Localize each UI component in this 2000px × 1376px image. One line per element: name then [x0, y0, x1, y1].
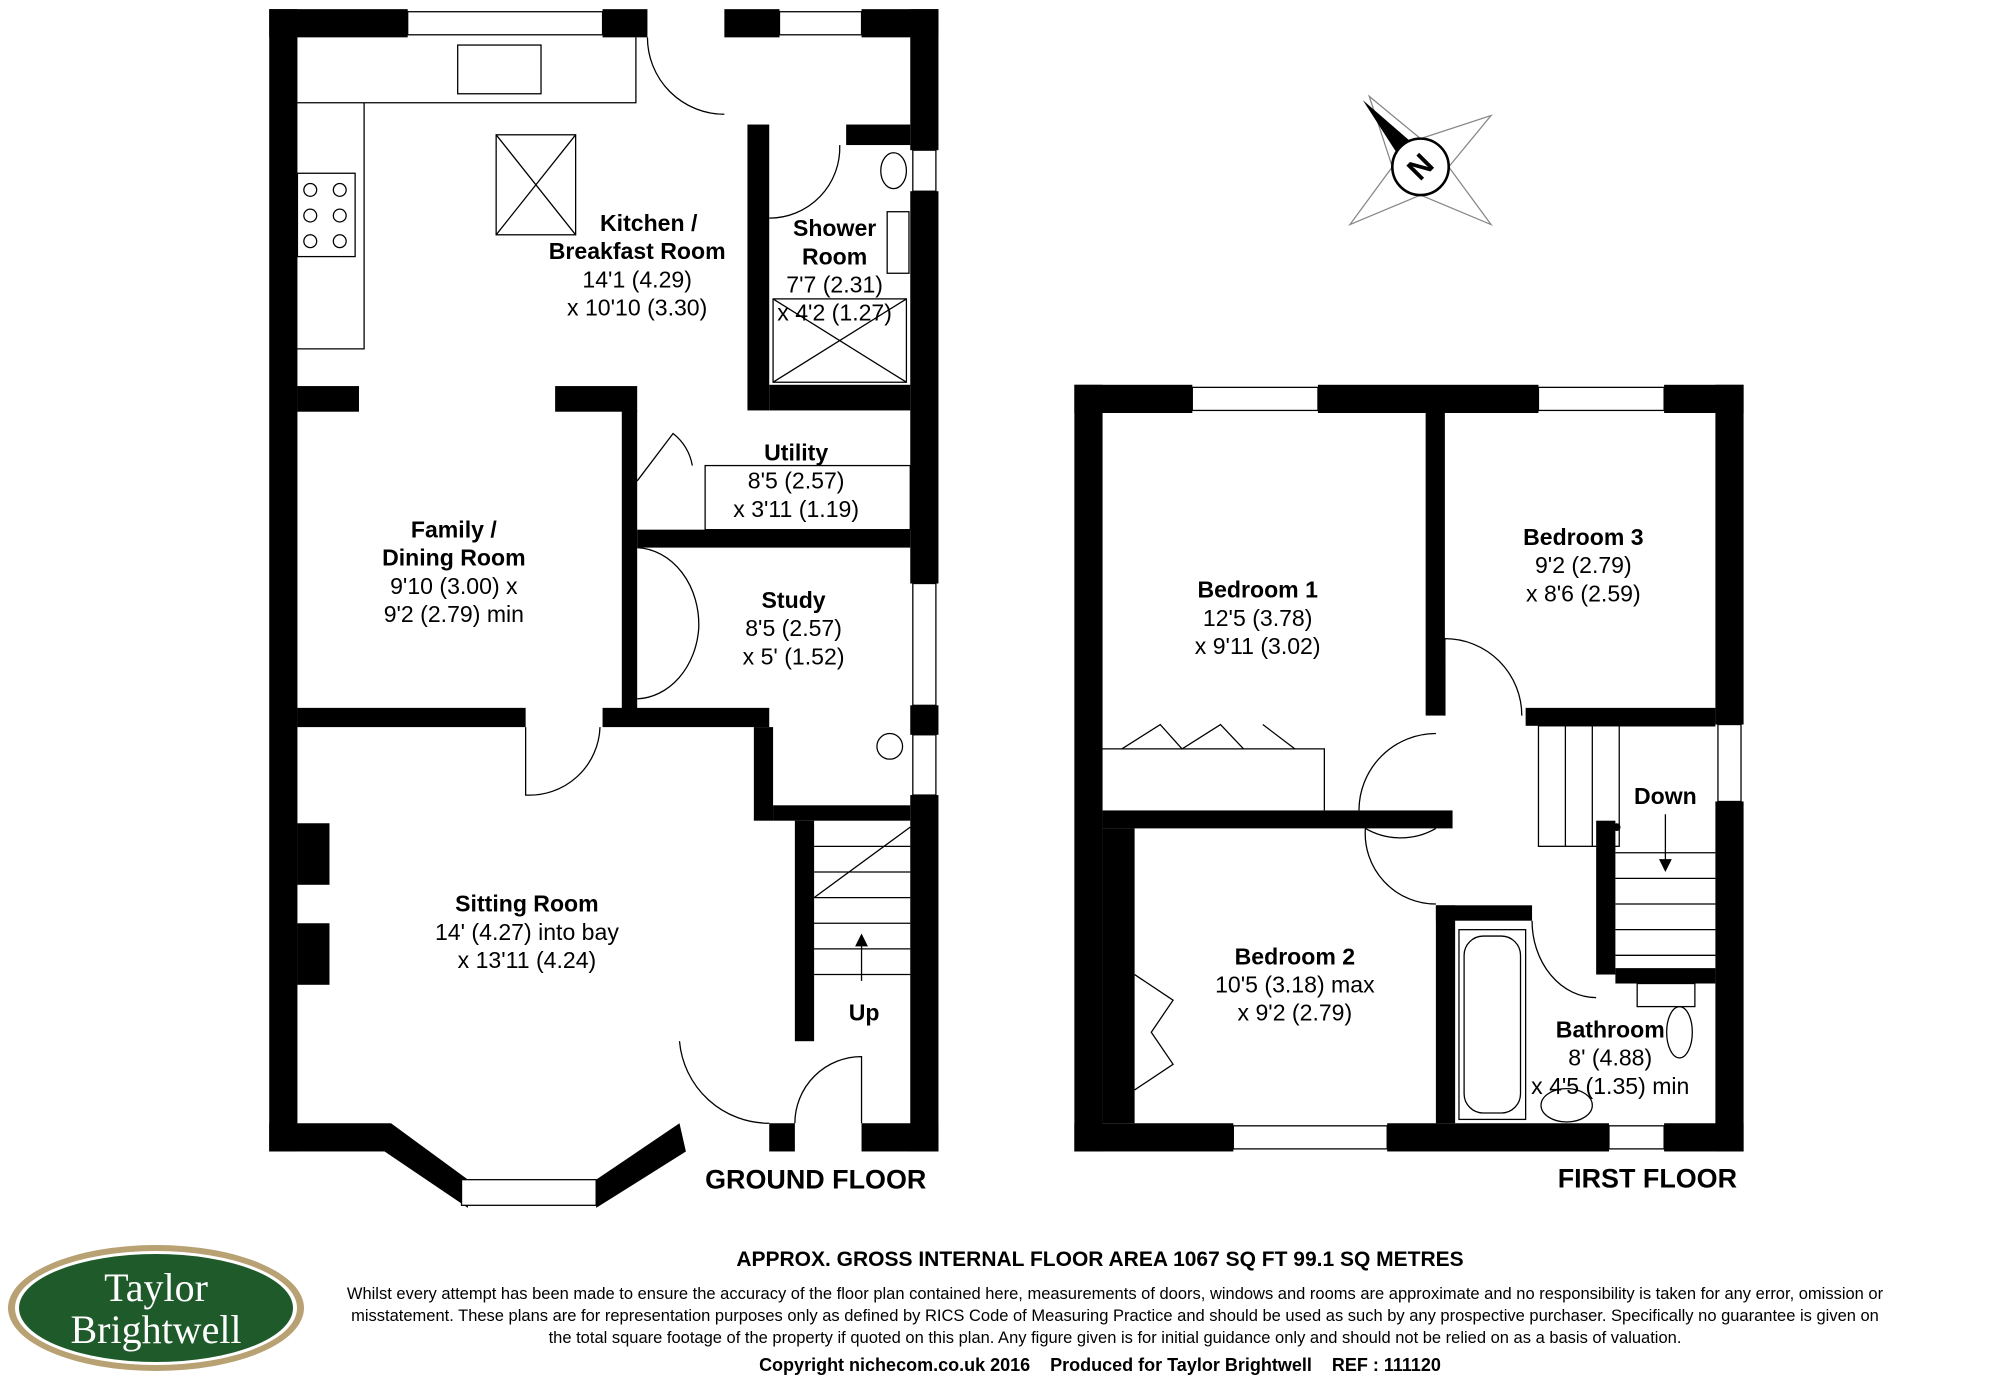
room-dims: x 5' (1.52) — [743, 643, 845, 669]
room-name: Shower — [793, 215, 876, 241]
room-dims: x 3'11 (1.19) — [733, 496, 859, 522]
room-name: Bathroom — [1556, 1016, 1665, 1042]
disclaimer: Whilst every attempt has been made to en… — [346, 1285, 1884, 1347]
logo-text-line1: Taylor — [104, 1265, 208, 1310]
room-dims: 9'2 (2.79) min — [384, 601, 524, 627]
stairs-down-label: Down — [1634, 783, 1697, 809]
stairs-up-arrow-icon — [855, 933, 868, 947]
room-dims: x 9'11 (3.02) — [1195, 633, 1321, 659]
room-dims: 12'5 (3.78) — [1203, 605, 1313, 631]
room-dims: 8' (4.88) — [1568, 1045, 1652, 1071]
room-dims: x 4'2 (1.27) — [777, 300, 892, 326]
gross-floor-area: APPROX. GROSS INTERNAL FLOOR AREA 1067 S… — [736, 1248, 1464, 1271]
room-dims: x 8'6 (2.59) — [1526, 580, 1641, 606]
room-study: Study 8'5 (2.57) x 5' (1.52) — [743, 587, 845, 669]
room-name: Breakfast Room — [549, 238, 726, 264]
first-floor-label: FIRST FLOOR — [1558, 1163, 1737, 1193]
room-name: Study — [762, 587, 826, 613]
copyright: Copyright nichecom.co.uk 2016 Produced f… — [759, 1355, 1441, 1375]
first-floor-fixtures — [1102, 637, 1716, 1123]
room-name: Bedroom 3 — [1523, 524, 1643, 550]
room-dims: x 4'5 (1.35) min — [1531, 1073, 1689, 1099]
stairs-down-arrow-icon — [1658, 859, 1672, 872]
room-dims: 9'10 (3.00) x — [390, 573, 518, 599]
room-dims: 14' (4.27) into bay — [435, 919, 619, 945]
room-bathroom: Bathroom 8' (4.88) x 4'5 (1.35) min — [1531, 1016, 1689, 1098]
room-name: Bedroom 2 — [1235, 943, 1355, 969]
room-bedroom-2: Bedroom 2 10'5 (3.18) max x 9'2 (2.79) — [1215, 943, 1375, 1025]
room-name: Bedroom 1 — [1197, 577, 1318, 603]
first-floor-walls — [1074, 384, 1744, 1152]
room-sitting: Sitting Room 14' (4.27) into bay x 13'11… — [435, 891, 619, 973]
ground-floor-fixtures — [296, 37, 911, 1124]
room-dims: 14'1 (4.29) — [582, 266, 692, 292]
room-name: Kitchen / — [600, 210, 698, 236]
room-bedroom-3: Bedroom 3 9'2 (2.79) x 8'6 (2.59) — [1523, 524, 1643, 606]
logo-text-line2: Brightwell — [70, 1307, 241, 1352]
ground-floor-walls — [269, 9, 939, 1208]
room-name: Family / — [411, 516, 497, 542]
room-dims: 10'5 (3.18) max — [1215, 971, 1375, 997]
room-name: Utility — [764, 439, 828, 465]
room-dims: 9'2 (2.79) — [1535, 552, 1632, 578]
room-dims: 7'7 (2.31) — [786, 271, 883, 297]
stairs-up-label: Up — [849, 1000, 880, 1026]
north-compass-icon: N — [1348, 94, 1493, 227]
taylor-brightwell-logo: Taylor Brightwell — [8, 1245, 304, 1371]
room-family-dining: Family / Dining Room 9'10 (3.00) x 9'2 (… — [382, 516, 525, 627]
room-name: Dining Room — [382, 545, 525, 571]
room-dims: x 9'2 (2.79) — [1238, 1000, 1353, 1026]
room-dims: 8'5 (2.57) — [745, 615, 842, 641]
room-dims: x 10'10 (3.30) — [567, 295, 707, 321]
room-dims: 8'5 (2.57) — [748, 468, 845, 494]
room-name: Sitting Room — [455, 891, 598, 917]
room-kitchen: Kitchen / Breakfast Room 14'1 (4.29) x 1… — [549, 210, 726, 321]
room-dims: x 13'11 (4.24) — [458, 947, 597, 973]
room-name: Room — [802, 243, 867, 269]
ground-floor-label: GROUND FLOOR — [705, 1165, 926, 1195]
room-shower: Shower Room 7'7 (2.31) x 4'2 (1.27) — [777, 215, 892, 326]
room-bedroom-1: Bedroom 1 12'5 (3.78) x 9'11 (3.02) — [1195, 577, 1321, 659]
room-utility: Utility 8'5 (2.57) x 3'11 (1.19) — [733, 439, 859, 521]
